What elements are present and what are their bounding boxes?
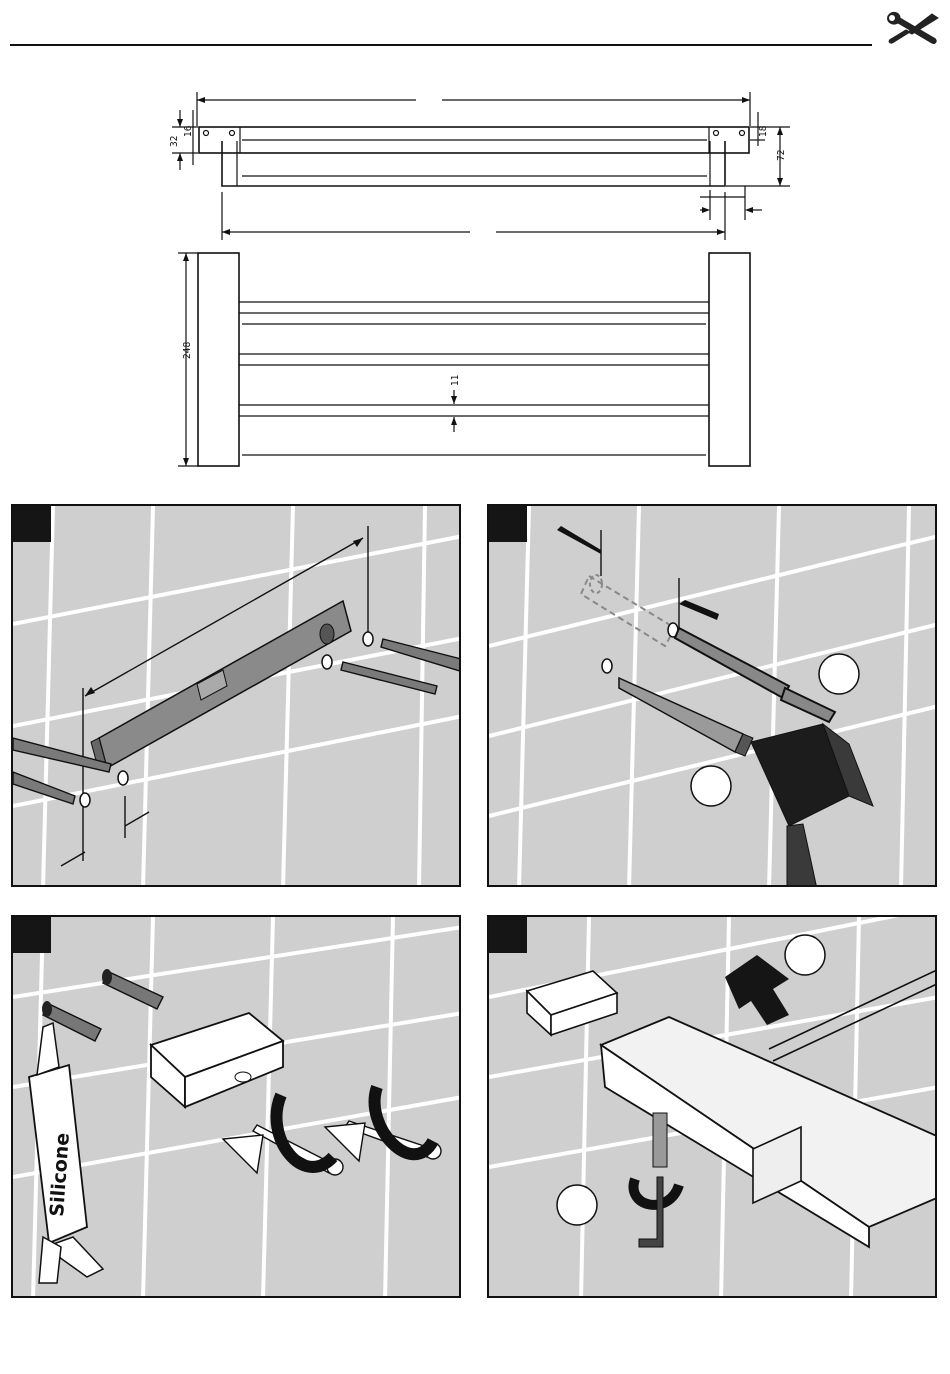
step-2-panel: [487, 504, 937, 887]
step-4-tab: [489, 917, 527, 953]
technical-drawings: 16 32 18 72 248 11: [0, 0, 950, 470]
spirit-level-marking-icon: [13, 506, 461, 887]
wall-plug-screw-icon: Silicone: [13, 917, 461, 1298]
step-1-tab: [13, 506, 51, 542]
drill-hammer-icon: [489, 506, 937, 887]
dimension-16: 16: [183, 125, 194, 137]
dimension-248: 248: [182, 342, 193, 359]
dimension-72: 72: [776, 150, 787, 161]
step-3-tab: [13, 917, 51, 953]
dimension-32: 32: [169, 136, 180, 147]
dimension-18: 18: [758, 125, 769, 137]
dimension-11: 11: [450, 375, 461, 386]
bracket-mount-icon: [489, 917, 937, 1298]
step-2-tab: [489, 506, 527, 542]
step-4-panel: [487, 915, 937, 1298]
step-3-panel: Silicone: [11, 915, 461, 1298]
step-1-panel: [11, 504, 461, 887]
